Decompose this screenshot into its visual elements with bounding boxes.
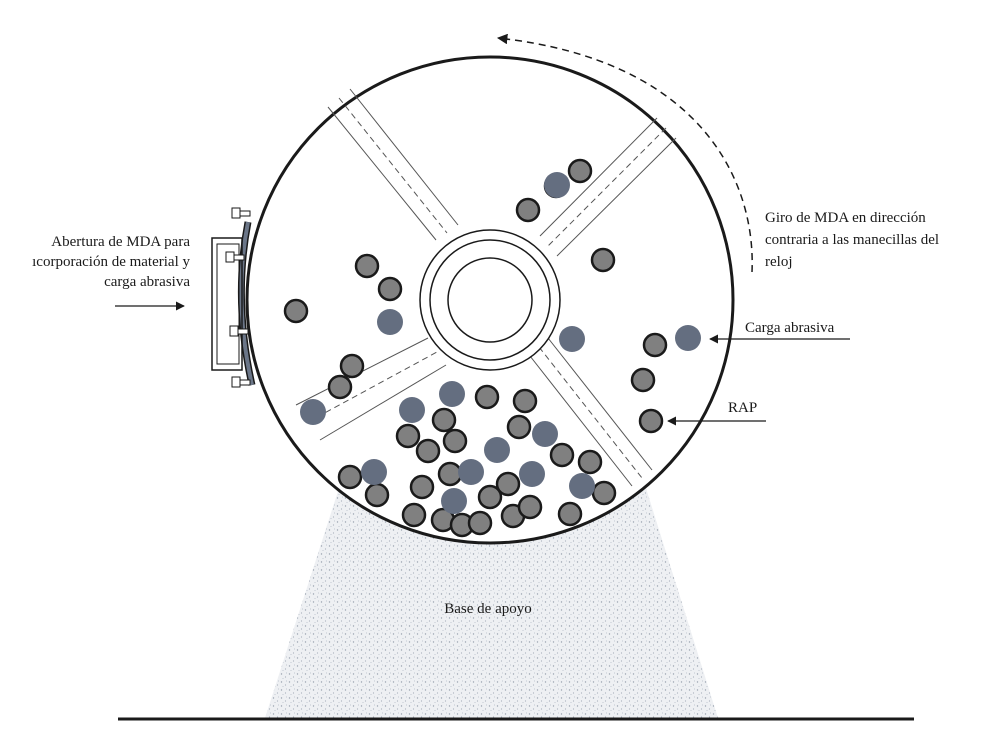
rotation-label-line3: reloj (765, 254, 793, 270)
abrasive-particle (675, 325, 701, 351)
rap-particle (477, 484, 503, 510)
rap-particle (395, 423, 421, 449)
rap-particle (467, 510, 493, 536)
rap-particle (339, 353, 365, 379)
rap-particle (401, 502, 427, 528)
abrasive-particle (559, 326, 585, 352)
abrasive-particle (458, 459, 484, 485)
support-base (265, 485, 718, 718)
abrasive-particle (519, 461, 545, 487)
rap-particle (364, 482, 390, 508)
drum-opening-door (211, 207, 256, 388)
rap-particle (474, 384, 500, 410)
abrasive-particle (300, 399, 326, 425)
abrasive-particle (484, 437, 510, 463)
rap-particle (567, 158, 593, 184)
base-label: Base de apoyo (444, 601, 531, 617)
abrasive-label: Carga abrasiva (745, 320, 835, 336)
rap-particle (549, 442, 575, 468)
abrasive-particle (439, 381, 465, 407)
abrasive-particle (441, 488, 467, 514)
rap-particle (517, 494, 543, 520)
rotation-label-line1: Giro de MDA en dirección (765, 210, 926, 226)
rap-particle (638, 408, 664, 434)
rap-particle (630, 367, 656, 393)
drum-vanes (295, 88, 677, 487)
rap-particle (337, 464, 363, 490)
rap-particle (437, 461, 463, 487)
rap-particle (431, 407, 457, 433)
abrasive-particle (399, 397, 425, 423)
hub-core (447, 257, 533, 343)
abrasive-particle (532, 421, 558, 447)
rotation-label-line2: contraria a las manecillas del (765, 232, 939, 248)
particle-group (283, 158, 701, 538)
rap-particle (557, 501, 583, 527)
opening-label-line2: ıcorporación de material y (32, 254, 190, 270)
opening-label-line1: Abertura de MDA para (51, 234, 190, 250)
rap-particle (415, 438, 441, 464)
rap-particle (283, 298, 309, 324)
abrasive-particle (377, 309, 403, 335)
rap-particle (442, 428, 468, 454)
opening-label-line3: carga abrasiva (104, 274, 190, 290)
abrasive-particle (569, 473, 595, 499)
rap-particle (327, 374, 353, 400)
rap-particle (377, 276, 403, 302)
rap-particle (642, 332, 668, 358)
rap-particle (506, 414, 532, 440)
rap-particle (591, 480, 617, 506)
rap-particle (577, 449, 603, 475)
abrasive-particle (544, 172, 570, 198)
rap-particle (495, 471, 521, 497)
rap-particle (515, 197, 541, 223)
rap-particle (354, 253, 380, 279)
rap-particle (512, 388, 538, 414)
rotation-arrow (496, 33, 753, 273)
rap-label: RAP (728, 400, 757, 416)
rap-particle (590, 247, 616, 273)
abrasive-particle (361, 459, 387, 485)
rap-particle (409, 474, 435, 500)
